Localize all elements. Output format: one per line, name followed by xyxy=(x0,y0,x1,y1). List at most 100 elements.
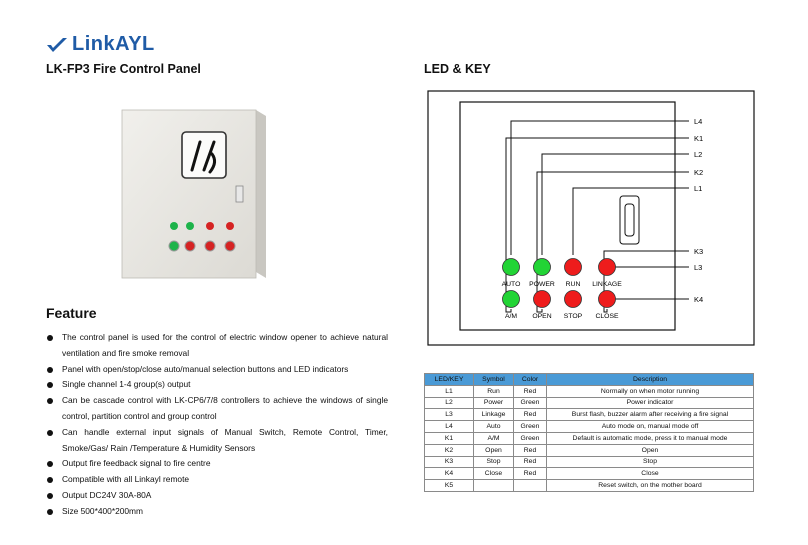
panel-key-3 xyxy=(204,240,216,252)
table-row: L1 Run Red Normally on when motor runnin… xyxy=(424,384,754,398)
panel-led-4 xyxy=(226,222,234,230)
brand-name: LinkAYL xyxy=(72,33,155,55)
cell-symbol: Open xyxy=(473,443,514,457)
led-key-diagram: L4 K1 L2 K2 L1 K3 L3 K4 AUTO POWER RUN L… xyxy=(427,90,755,346)
cell-description: Open xyxy=(546,443,754,457)
product-title: LK-FP3 Fire Control Panel xyxy=(46,62,201,76)
cell-color: Red xyxy=(513,455,547,469)
key-am xyxy=(502,290,520,308)
feature-item: Output DC24V 30A-80A xyxy=(46,488,388,504)
cell-id: K3 xyxy=(424,455,474,469)
led-power xyxy=(533,258,551,276)
panel-led-1 xyxy=(170,222,178,230)
diagram-switch-slot xyxy=(619,195,640,245)
feature-list: The control panel is used for the contro… xyxy=(46,330,388,520)
diagram-switch-knob xyxy=(624,203,635,237)
led-run-label: RUN xyxy=(566,281,581,288)
led-run xyxy=(564,258,582,276)
table-row: K1 A/M Green Default is automatic mode, … xyxy=(424,431,754,445)
cell-color: Green xyxy=(513,431,547,445)
cell-color: Green xyxy=(513,420,547,433)
label-l2: L2 xyxy=(694,150,702,159)
key-open-label: OPEN xyxy=(532,313,551,320)
cell-symbol: A/M xyxy=(473,431,514,445)
key-stop-label: STOP xyxy=(564,313,583,320)
led-auto xyxy=(502,258,520,276)
panel-key-1 xyxy=(168,240,180,252)
led-key-title: LED & KEY xyxy=(424,62,491,76)
cell-description: Power indicator xyxy=(546,396,754,410)
feature-item: Compatible with all Linkayl remote xyxy=(46,472,388,488)
led-key-table: LED/KEY Symbol Color Description L1 Run … xyxy=(424,373,754,492)
cell-id: L1 xyxy=(424,384,474,398)
cell-id: L4 xyxy=(424,420,474,433)
table-row: L4 Auto Green Auto mode on, manual mode … xyxy=(424,420,754,433)
table-row: K4 Close Red Close xyxy=(424,467,754,481)
cell-color: Red xyxy=(513,467,547,481)
feature-item: Size 500*400*200mm xyxy=(46,504,388,520)
key-open xyxy=(533,290,551,308)
control-panel-photo xyxy=(121,109,266,279)
cell-color: Red xyxy=(513,384,547,398)
right-label-group: L4 K1 L2 K2 L1 K3 L3 K4 xyxy=(694,117,703,304)
cell-description: Default is automatic mode, press it to m… xyxy=(546,431,754,445)
cell-color: Red xyxy=(513,443,547,457)
key-stop xyxy=(564,290,582,308)
cell-description: Reset switch, on the mother board xyxy=(546,479,754,492)
feature-item: Can handle external input signals of Man… xyxy=(46,425,388,457)
cell-id: K1 xyxy=(424,431,474,445)
logo-check-icon xyxy=(47,37,67,52)
panel-key-2 xyxy=(184,240,196,252)
cell-description: Auto mode on, manual mode off xyxy=(546,420,754,433)
diagram-outer-frame xyxy=(427,90,755,346)
fire-symbol-icon xyxy=(190,140,217,174)
col-color: Color xyxy=(513,373,547,386)
feature-heading: Feature xyxy=(46,305,97,321)
table-row: L3 Linkage Red Burst flash, buzzer alarm… xyxy=(424,408,754,422)
col-description: Description xyxy=(546,373,754,386)
label-k3: K3 xyxy=(694,247,703,256)
cell-id: K2 xyxy=(424,443,474,457)
table-header-row: LED/KEY Symbol Color Description xyxy=(424,373,754,386)
cell-description: Stop xyxy=(546,455,754,469)
key-am-label: A/M xyxy=(505,313,517,320)
key-close xyxy=(598,290,616,308)
feature-item: Panel with open/stop/close auto/manual s… xyxy=(46,362,388,378)
table-row: K3 Stop Red Stop xyxy=(424,455,754,469)
diagram-panel-frame xyxy=(459,101,676,331)
table-row: K5 Reset switch, on the mother board xyxy=(424,479,754,492)
cell-color xyxy=(513,479,547,492)
feature-item: Can be cascade control with LK-CP6/7/8 c… xyxy=(46,393,388,425)
label-l3: L3 xyxy=(694,263,702,272)
led-linkage xyxy=(598,258,616,276)
cell-id: L3 xyxy=(424,408,474,422)
cell-color: Red xyxy=(513,408,547,422)
cell-id: K5 xyxy=(424,479,474,492)
brand-logo: LinkAYL xyxy=(46,33,155,56)
cell-symbol: Power xyxy=(473,396,514,410)
led-power-label: POWER xyxy=(529,281,555,288)
cell-symbol: Stop xyxy=(473,455,514,469)
cell-symbol: Run xyxy=(473,384,514,398)
panel-led-2 xyxy=(186,222,194,230)
label-k1: K1 xyxy=(694,134,703,143)
led-row-top: AUTO POWER RUN LINKAGE xyxy=(502,258,622,288)
cell-symbol: Auto xyxy=(473,420,514,433)
feature-item: Single channel 1-4 group(s) output xyxy=(46,377,388,393)
key-close-label: CLOSE xyxy=(595,313,619,320)
feature-item: Output fire feedback signal to fire cent… xyxy=(46,456,388,472)
cell-symbol xyxy=(473,479,514,492)
cell-description: Burst flash, buzzer alarm after receivin… xyxy=(546,408,754,422)
panel-led-3 xyxy=(206,222,214,230)
cell-symbol: Linkage xyxy=(473,408,514,422)
label-l1: L1 xyxy=(694,184,702,193)
led-linkage-label: LINKAGE xyxy=(592,281,622,288)
key-row-bottom: A/M OPEN STOP CLOSE xyxy=(502,290,619,320)
led-auto-label: AUTO xyxy=(502,281,521,288)
cell-description: Close xyxy=(546,467,754,481)
col-symbol: Symbol xyxy=(473,373,514,386)
table-row: K2 Open Red Open xyxy=(424,443,754,457)
label-l4: L4 xyxy=(694,117,702,126)
cell-id: L2 xyxy=(424,396,474,410)
feature-item: The control panel is used for the contro… xyxy=(46,330,388,362)
